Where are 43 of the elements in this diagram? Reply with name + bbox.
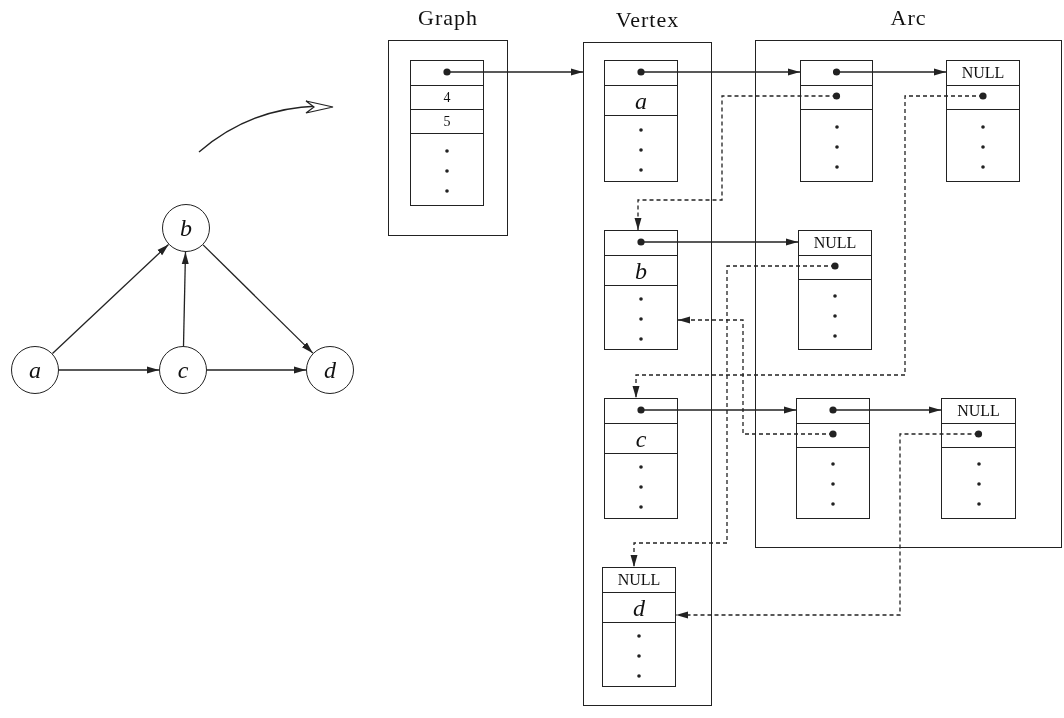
dashed-pointer-arrow bbox=[677, 316, 837, 438]
vertex-label: c bbox=[177, 358, 189, 382]
arrow bbox=[58, 366, 160, 374]
arrow bbox=[829, 406, 942, 414]
dashed-pointer-arrow bbox=[634, 92, 841, 231]
field-value: 5 bbox=[443, 114, 451, 129]
field-name: c bbox=[635, 426, 647, 451]
dashed-pointer-arrow bbox=[630, 262, 839, 568]
record-box bbox=[604, 398, 678, 519]
record-box bbox=[798, 230, 872, 350]
arrow bbox=[637, 406, 797, 414]
record-box bbox=[800, 60, 873, 182]
record-box bbox=[946, 60, 1020, 182]
record-box bbox=[602, 567, 676, 687]
field-name: a bbox=[635, 88, 647, 113]
vertex-label: b bbox=[180, 216, 192, 240]
null-value: NULL bbox=[813, 235, 857, 251]
record-box bbox=[796, 398, 870, 519]
panel-title: Arc bbox=[890, 4, 927, 32]
arrow bbox=[51, 243, 170, 355]
field-name: b bbox=[635, 258, 647, 283]
dashed-pointer-arrow bbox=[632, 92, 987, 399]
record-box bbox=[410, 60, 484, 206]
arrow bbox=[637, 238, 799, 246]
panel-title: Vertex bbox=[615, 6, 680, 34]
record-box bbox=[604, 230, 678, 350]
vertex-label: a bbox=[29, 358, 41, 382]
arrow bbox=[181, 251, 189, 347]
field-value: 4 bbox=[443, 90, 451, 105]
vertex-label: d bbox=[324, 358, 336, 382]
arrow bbox=[202, 244, 314, 354]
record-box bbox=[941, 398, 1016, 519]
null-value: NULL bbox=[961, 65, 1005, 81]
record-box bbox=[604, 60, 678, 182]
panel-title: Graph bbox=[418, 4, 478, 32]
null-value: NULL bbox=[957, 403, 1000, 419]
arrow bbox=[832, 68, 947, 76]
arrow bbox=[637, 68, 801, 76]
arrow bbox=[206, 366, 307, 374]
arrow bbox=[443, 68, 584, 76]
field-name: d bbox=[633, 595, 645, 620]
dashed-pointer-arrow bbox=[675, 430, 983, 619]
null-value: NULL bbox=[617, 572, 661, 588]
